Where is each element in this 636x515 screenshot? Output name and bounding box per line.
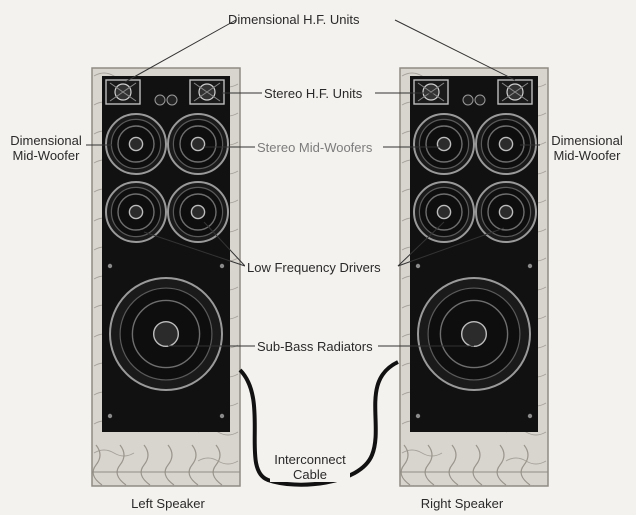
label-dimensional-mid-woofer-right: Dimensional Mid-Woofer	[542, 133, 632, 163]
label-sub-bass-radiators: Sub-Bass Radiators	[255, 339, 375, 354]
left-sub-bass-surround	[131, 299, 201, 369]
right-mid-woofer-2-dustcap	[498, 136, 514, 152]
left-wood-grain	[140, 444, 151, 486]
left-sub-bass-dustcap	[152, 320, 180, 348]
left-wood-grain	[188, 444, 199, 486]
left-wood-grain	[116, 444, 127, 486]
label-line: Dimensional	[551, 133, 623, 148]
right-indicator	[474, 94, 486, 106]
left-mid-woofer-1-dustcap	[128, 136, 144, 152]
left-screw	[107, 263, 113, 269]
right-wood-grain	[496, 444, 507, 486]
label-line: Interconnect	[274, 452, 346, 467]
left-mid-woofer-2-dustcap	[190, 136, 206, 152]
interconnect-cable	[238, 360, 399, 487]
leader-lf-left-1	[143, 231, 246, 267]
right-speaker	[399, 67, 549, 487]
right-wood-grain	[472, 444, 483, 486]
right-mid-woofer-1-surround	[425, 125, 463, 163]
right-tweeter-b-brace	[501, 82, 529, 102]
left-lf-driver-1-surround	[117, 193, 155, 231]
label-left-speaker: Left Speaker	[131, 496, 205, 511]
right-screw	[415, 413, 421, 419]
right-sub-bass-surround	[439, 299, 509, 369]
right-mid-woofer-2-surround	[487, 125, 525, 163]
right-wood-grain	[448, 444, 459, 486]
right-indicator	[462, 94, 474, 106]
left-screw	[219, 263, 225, 269]
right-wood-grain	[424, 444, 435, 486]
label-dimensional-hf-units: Dimensional H.F. Units	[228, 12, 360, 27]
left-screw	[107, 413, 113, 419]
left-indicator	[166, 94, 178, 106]
left-mid-woofer-1-surround	[117, 125, 155, 163]
label-low-frequency-drivers: Low Frequency Drivers	[245, 260, 383, 275]
label-stereo-hf-units: Stereo H.F. Units	[262, 86, 365, 101]
leader-dim-hf-left	[124, 19, 237, 83]
right-mid-woofer-1-dustcap	[436, 136, 452, 152]
left-wood-grain	[212, 444, 223, 486]
right-tweeter-a-brace	[417, 82, 445, 102]
left-tweeter-a-brace	[109, 82, 137, 102]
label-stereo-mid-woofers: Stereo Mid-Woofers	[255, 140, 375, 155]
leader-lf-left-2	[203, 221, 246, 267]
label-line: Dimensional	[10, 133, 82, 148]
label-line: Mid-Woofer	[553, 148, 621, 163]
label-right-speaker: Right Speaker	[420, 496, 504, 511]
label-dimensional-mid-woofer-left: Dimensional Mid-Woofer	[4, 133, 88, 163]
left-lf-driver-2-surround	[179, 193, 217, 231]
leader-lf-right-2	[397, 227, 505, 267]
left-speaker	[91, 67, 241, 487]
right-sub-bass-dustcap	[460, 320, 488, 348]
right-lf-driver-1-dustcap	[436, 204, 452, 220]
left-mid-woofer-2-surround	[179, 125, 217, 163]
left-indicator	[154, 94, 166, 106]
left-tweeter-b-brace	[193, 82, 221, 102]
left-wood-grain	[92, 444, 103, 486]
leader-dim-hf-right	[394, 19, 516, 81]
right-lf-driver-2-dustcap	[498, 204, 514, 220]
right-wood-grain	[400, 444, 411, 486]
label-line: Mid-Woofer	[12, 148, 80, 163]
right-lf-driver-2-surround	[487, 193, 525, 231]
left-wood-grain	[164, 444, 175, 486]
label-interconnect-cable: Interconnect Cable	[270, 452, 350, 482]
leader-lf-right-1	[397, 221, 445, 267]
left-lf-driver-1-dustcap	[128, 204, 144, 220]
right-screw	[527, 263, 533, 269]
label-line: Cable	[293, 467, 327, 482]
right-lf-driver-1-surround	[425, 193, 463, 231]
right-screw	[527, 413, 533, 419]
right-wood-grain	[520, 444, 531, 486]
right-screw	[415, 263, 421, 269]
left-lf-driver-2-dustcap	[190, 204, 206, 220]
left-screw	[219, 413, 225, 419]
